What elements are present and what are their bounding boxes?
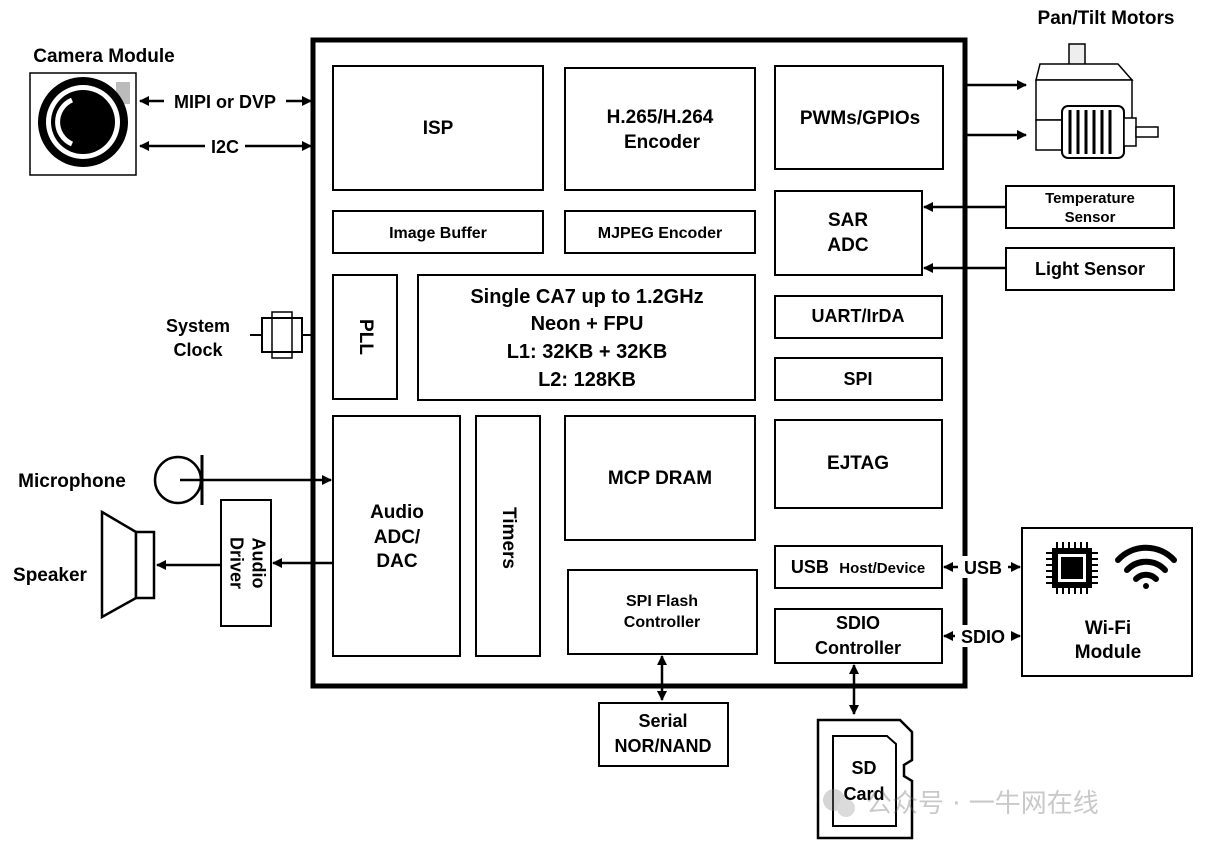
cpu-line3: L1: 32KB + 32KB [507,341,668,363]
serial-nor-nand-block: Serial NOR/NAND [598,702,729,767]
watermark-text: 公众号 · 一牛网在线 [866,789,1099,819]
sd-card-icon: SD Card [816,718,914,840]
system-clock-line2: Clock [173,340,223,360]
camera-module-label: Camera Module [33,46,174,67]
mcp-dram-block: MCP DRAM [564,415,756,541]
ejtag-block: EJTAG [774,419,943,509]
svg-text:USB Host/Device: USB Host/Device [791,557,925,577]
soc-outline [310,37,968,689]
camera-icon [29,72,137,176]
temperature-sensor-line1: Temperature [1045,190,1135,207]
wifi-module-block: Wi-Fi Module [1021,527,1193,677]
light-sensor-block: Light Sensor [1005,247,1175,291]
usb-sub-label: Host/Device [839,560,925,577]
pan-tilt-motors-label: Pan/Tilt Motors [1038,8,1175,29]
isp-label: ISP [423,118,454,139]
cpu-line4: L2: 128KB [538,369,636,391]
pll-block: PLL [332,274,398,400]
encoder-label-line1: H.265/H.264 [607,107,714,128]
audio-driver-line2: Driver [226,537,246,589]
pwm-gpio-block: PWMs/GPIOs [774,65,944,170]
sdio-link-label: SDIO [961,627,1005,647]
uart-irda-label: UART/IrDA [812,306,905,326]
spi-flash-controller-block: SPI Flash Controller [567,569,758,655]
pll-label: PLL [355,319,376,355]
system-clock-line1: System [166,316,230,336]
light-sensor-label: Light Sensor [1035,259,1145,279]
spi-block: SPI [774,357,943,401]
usb-main-label: USB [791,557,829,577]
audio-label-line2: ADC/ [374,527,421,548]
cpu-block: Single CA7 up to 1.2GHz Neon + FPU L1: 3… [417,274,756,401]
serial-line2: NOR/NAND [615,736,712,756]
speaker-label: Speaker [13,565,88,586]
image-buffer-block: Image Buffer [332,210,544,254]
image-buffer-label: Image Buffer [389,225,487,242]
watermark: 公众号 · 一牛网在线 [823,789,1099,819]
ejtag-label: EJTAG [827,453,889,474]
wifi-signal-icon [1115,544,1177,589]
serial-line1: Serial [638,711,687,731]
temperature-sensor-block: Temperature Sensor [1005,185,1175,229]
sd-card-line2: Card [843,784,884,804]
usb-block: USB Host/Device [774,545,943,589]
sar-adc-label-line2: ADC [827,235,868,256]
mipi-dvp-label: MIPI or DVP [174,92,276,112]
audio-label-line3: DAC [376,551,417,572]
wifi-module-line2: Module [1075,642,1142,663]
isp-block: ISP [332,65,544,191]
mjpeg-encoder-label: MJPEG Encoder [598,225,722,242]
audio-adc-dac-block: Audio ADC/ DAC [332,415,461,657]
audio-driver-block: Audio Driver [220,499,272,627]
spi-flash-line2: Controller [624,614,700,631]
usb-link-label: USB [964,558,1002,578]
mcp-dram-label: MCP DRAM [608,468,712,489]
timers-block: Timers [475,415,541,657]
spi-label: SPI [843,369,872,389]
encoder-label-line2: Encoder [624,132,701,153]
sdio-controller-line2: Controller [815,638,901,658]
sdio-controller-block: SDIO Controller [774,608,943,664]
sd-card-line1: SD [851,758,876,778]
cpu-line1: Single CA7 up to 1.2GHz [470,286,703,308]
sar-adc-block: SAR ADC [774,190,923,276]
sdio-controller-line1: SDIO [836,613,880,633]
pwm-gpio-label: PWMs/GPIOs [800,108,920,129]
cpu-line2: Neon + FPU [531,313,644,335]
spi-flash-line1: SPI Flash [626,593,698,610]
microphone-label: Microphone [18,471,126,492]
audio-driver-line1: Audio [248,538,268,589]
chip-icon [1046,542,1098,594]
encoder-block: H.265/H.264 Encoder [564,67,756,191]
sar-adc-label-line1: SAR [828,210,868,231]
wifi-module-line1: Wi-Fi [1085,618,1131,639]
mjpeg-encoder-block: MJPEG Encoder [564,210,756,254]
audio-label-line1: Audio [370,502,424,523]
timers-label: Timers [498,507,519,569]
i2c-label: I2C [211,137,239,157]
speaker-icon [100,509,156,620]
motor-icon [1035,43,1159,159]
uart-irda-block: UART/IrDA [774,295,943,339]
crystal-icon [250,311,313,359]
temperature-sensor-line2: Sensor [1065,209,1116,226]
